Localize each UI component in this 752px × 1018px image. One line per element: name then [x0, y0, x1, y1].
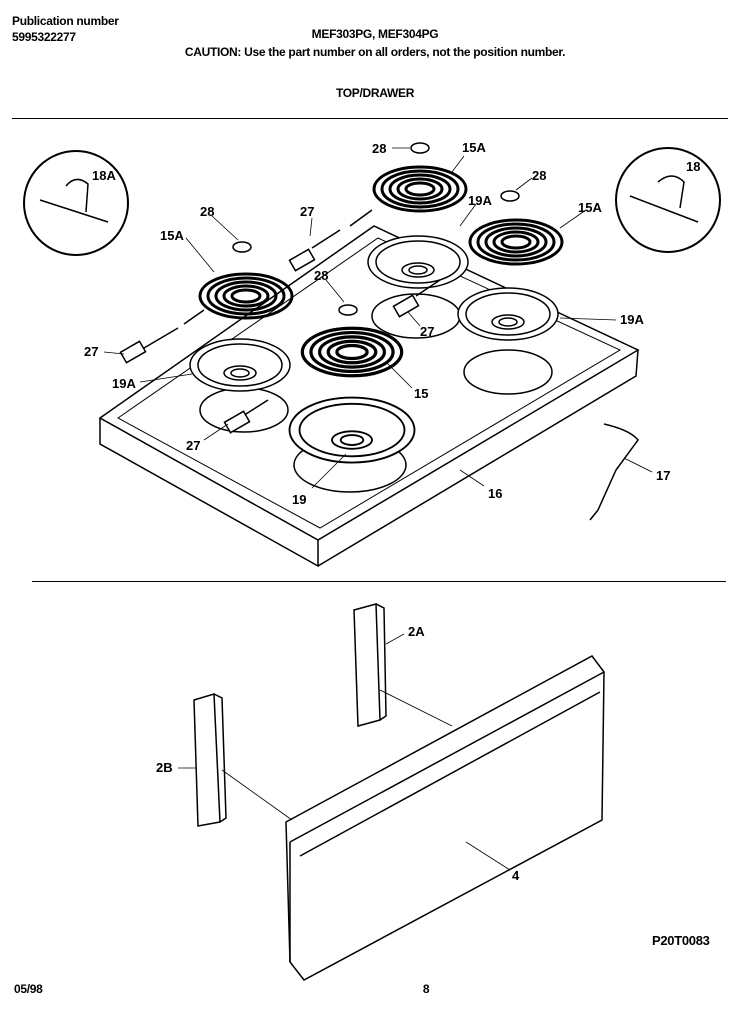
callout-2A: 2A: [408, 624, 425, 639]
wire-17: [589, 423, 639, 521]
drip-pan-19A-right: [457, 287, 559, 341]
callout-19A-right: 19A: [620, 312, 644, 327]
trim-ring-28-right: [500, 190, 520, 202]
surface-element-15A-top: [372, 165, 468, 213]
callout-18A-inset: 18A: [92, 168, 116, 183]
section-title: TOP/DRAWER: [335, 86, 415, 100]
callout-28-top: 28: [372, 141, 386, 156]
drawer-leader-lines: [221, 689, 453, 821]
callout-15A-left: 15A: [160, 228, 184, 243]
callout-4: 4: [512, 868, 520, 883]
callout-19A-left: 19A: [112, 376, 136, 391]
drawer-panel-4: [285, 655, 605, 981]
drawer-bracket-2A: [353, 603, 387, 727]
callout-28-mid: 28: [314, 268, 328, 283]
trim-ring-28-mid: [338, 304, 358, 316]
surface-element-15: [300, 326, 404, 378]
callout-27-topleft: 27: [300, 204, 314, 219]
top-divider: [12, 118, 728, 119]
callout-27-bottom: 27: [186, 438, 200, 453]
middle-divider: [32, 581, 726, 582]
page-number: 8: [422, 982, 430, 996]
callout-16: 16: [488, 486, 502, 501]
cooktop-top-panel: [98, 225, 640, 568]
callout-28-left: 28: [200, 204, 214, 219]
surface-element-15A-left: [198, 272, 294, 320]
receptacles-27: [119, 209, 441, 434]
model-numbers: MEF303PG, MEF304PG: [311, 27, 439, 41]
caution-note: CAUTION: Use the part number on all orde…: [184, 45, 566, 59]
figure-code: P20T0083: [652, 933, 710, 948]
callout-27-center: 27: [420, 324, 434, 339]
drip-pan-19: [288, 396, 416, 464]
callout-15A-right: 15A: [578, 200, 602, 215]
trim-ring-28-left: [232, 241, 252, 253]
publication-number: 5995322277: [12, 30, 76, 44]
callout-18-inset: 18: [686, 159, 700, 174]
revision-date: 05/98: [14, 982, 43, 996]
callout-19A-topcenter: 19A: [468, 193, 492, 208]
drip-pan-19A-topcenter: [367, 235, 469, 289]
callout-2B: 2B: [156, 760, 173, 775]
surface-element-15A-right: [468, 218, 564, 266]
publication-label: Publication number: [12, 14, 119, 28]
callout-15: 15: [414, 386, 428, 401]
callout-17: 17: [656, 468, 670, 483]
inset-18A: [23, 150, 129, 256]
leader-lines: [103, 147, 653, 871]
drip-pan-19A-left: [189, 338, 291, 392]
trim-ring-28-top: [410, 142, 430, 154]
callout-28-right: 28: [532, 168, 546, 183]
callout-27-left: 27: [84, 344, 98, 359]
drawer-bracket-2B: [193, 693, 227, 827]
callout-15A-top: 15A: [462, 140, 486, 155]
inset-18: [615, 147, 721, 253]
callout-19: 19: [292, 492, 306, 507]
